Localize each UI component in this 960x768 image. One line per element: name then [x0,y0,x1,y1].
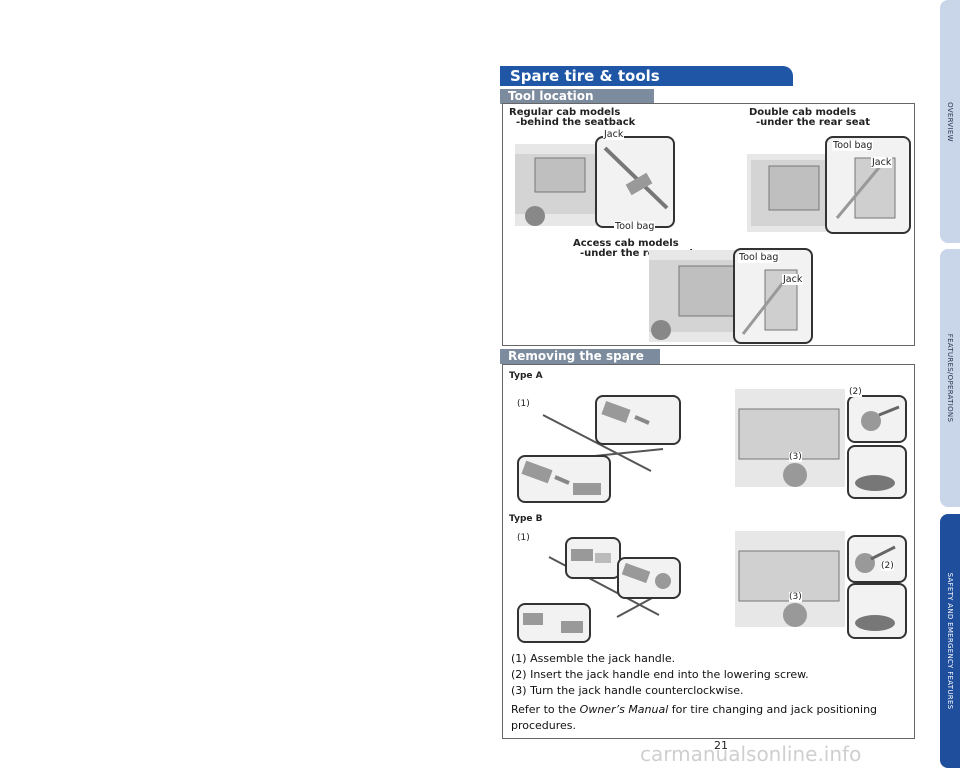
regular-cab-subtitle: -behind the seatback [509,117,636,128]
lowering-screw-illustration [855,545,896,573]
type-a-step2: (2) [849,387,862,397]
owners-manual-reference: Owner’s Manual [579,703,669,716]
type-b-joint-inset-mid [617,557,681,599]
tab-overview[interactable]: OVERVIEW [940,0,960,243]
access-cab-inset [733,248,813,344]
handle-joint-illustration [523,613,583,633]
access-cab-tool-bag-label: Tool bag [738,252,780,263]
jack-bag-illustration [741,269,798,335]
reference-note: Refer to the Owner’s Manual for tire cha… [511,702,877,717]
section-title: Spare tire & tools [500,66,793,86]
type-b-step2: (2) [881,561,894,571]
double-cab-tool-bag-label: Tool bag [832,140,874,151]
type-b-step1: (1) [517,533,530,543]
type-b-step3: (3) [789,592,802,602]
truck-rear-icon [738,408,840,487]
tool-location-panel: Regular cab models -behind the seatback … [502,103,915,346]
jack-bag-illustration [835,157,896,219]
type-a-truck-rear [735,389,845,487]
tab-safety-emergency-label: SAFETY AND EMERGENCY FEATURES [946,572,954,710]
double-cab-inset [825,136,911,234]
tab-overview-label: OVERVIEW [946,101,954,142]
jack-bag-illustration [603,146,669,210]
handle-joint-illustration [521,460,601,495]
regular-cab-tool-bag-label: Tool bag [614,221,656,232]
type-a-tire-inset [847,445,907,499]
handle-joint-illustration [571,549,611,563]
spare-tire-illustration [855,475,895,491]
instruction-step-2: (2) Insert the jack handle end into the … [511,668,809,681]
watermark: carmanualsonline.info [640,742,862,766]
type-b-truck-rear [735,531,845,627]
access-cab-title: Access cab models [573,238,679,249]
regular-cab-title: Regular cab models [509,107,621,118]
type-b-tire-inset [847,583,907,639]
handle-joint-illustration [601,400,650,425]
type-b-label: Type B [509,514,543,524]
removing-panel: Type A (1) (2) (3) Typ [502,364,915,739]
instruction-step-3: (3) Turn the jack handle counterclockwis… [511,684,744,697]
type-a-joint-inset-bottom [517,455,611,503]
page-number: 21 [714,739,728,752]
type-a-joint-inset-top [595,395,681,445]
truck-cab-icon [751,160,839,226]
lowering-screw-illustration [861,405,900,431]
type-a-step1: (1) [517,399,530,409]
type-b-joint-inset-top [565,537,621,579]
tab-features-operations-label: FEATURES/OPERATIONS [946,333,954,423]
spare-tire-illustration [855,615,895,631]
type-b-joint-inset-bottom [517,603,591,643]
reference-note-suffix: for tire changing and jack positioning [668,703,878,716]
double-cab-jack-label: Jack [871,157,893,168]
type-a-step2-inset [847,395,907,443]
truck-rear-icon [738,550,840,627]
type-a-step3: (3) [789,452,802,462]
double-cab-subtitle: -under the rear seat [749,117,871,128]
double-cab-title: Double cab models [749,107,857,118]
regular-cab-jack-label: Jack [603,129,625,140]
reference-note-line2: procedures. [511,719,577,732]
tool-location-heading: Tool location [500,89,654,104]
regular-cab-inset [595,136,675,228]
tab-features-operations[interactable]: FEATURES/OPERATIONS [940,249,960,507]
type-a-label: Type A [509,371,543,381]
tab-safety-emergency[interactable]: SAFETY AND EMERGENCY FEATURES [940,514,960,768]
handle-joint-illustration [621,562,671,589]
access-cab-jack-label: Jack [782,274,804,285]
reference-note-prefix: Refer to the [511,703,580,716]
type-b-step2-inset [847,535,907,583]
instruction-step-1: (1) Assemble the jack handle. [511,652,676,665]
removing-heading: Removing the spare tire [500,349,660,378]
